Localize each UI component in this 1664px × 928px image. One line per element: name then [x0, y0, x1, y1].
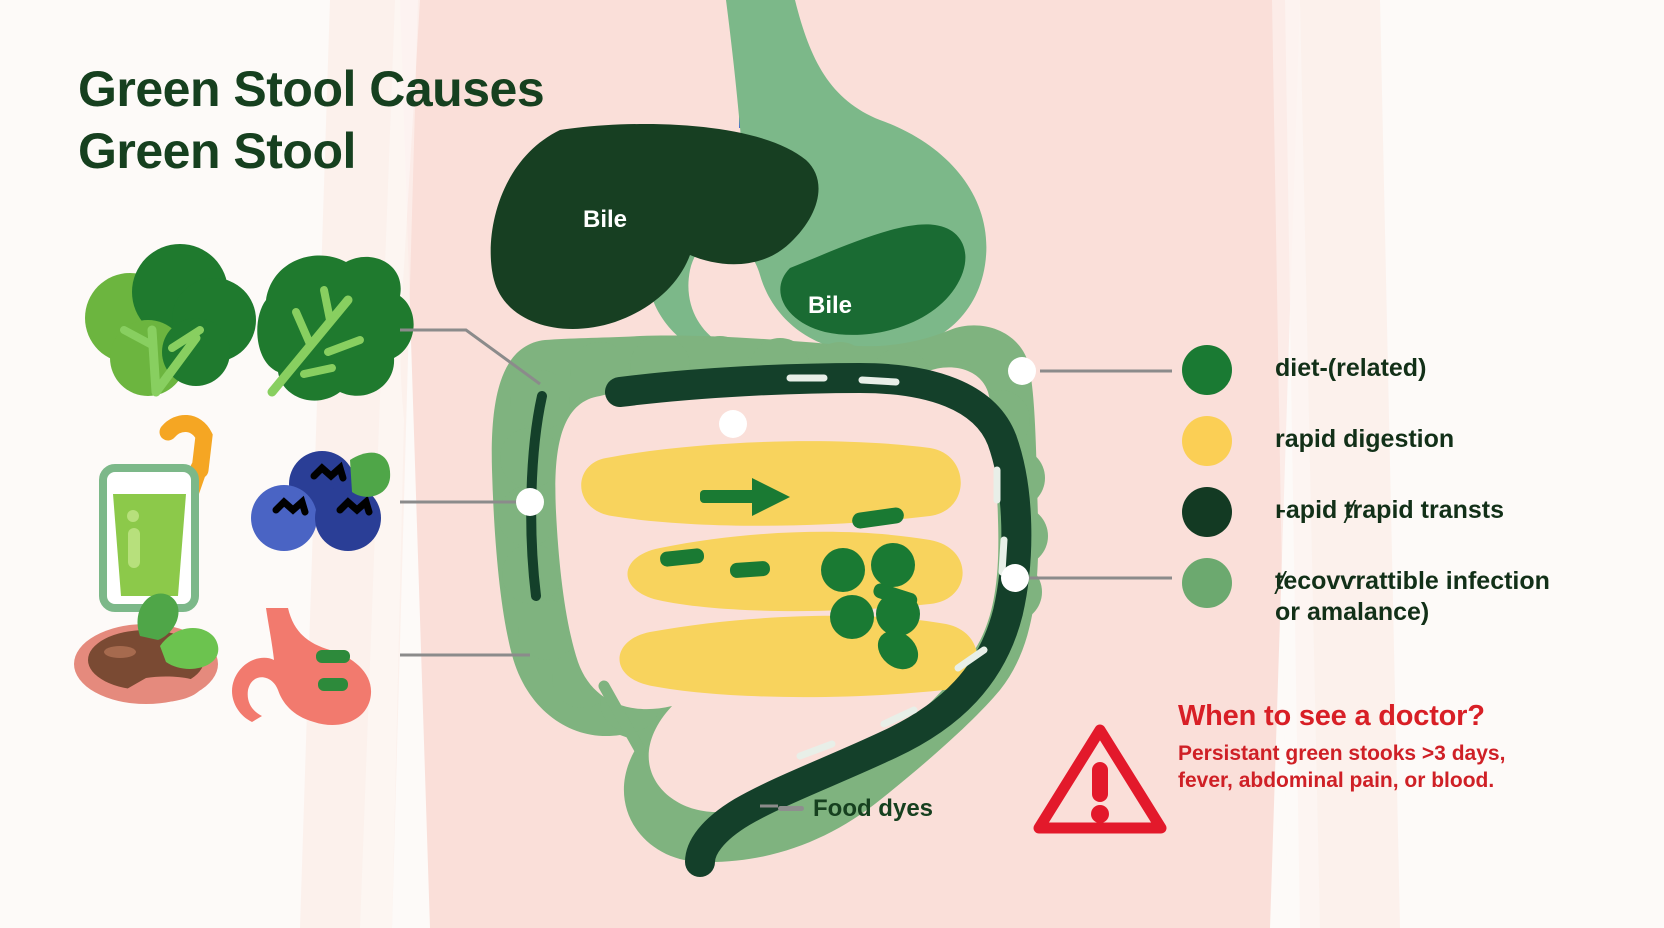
legend-label-diet-related: diet-(related) [1275, 354, 1427, 382]
broccoli-greens-icon [85, 244, 256, 397]
blueberries-icon [251, 451, 391, 551]
node-dot-top [719, 410, 747, 438]
spinach-leaf-icon [257, 255, 414, 401]
legend-swatch-rapid-transit [1182, 487, 1232, 537]
food-bowl-icon [74, 593, 219, 704]
connector-greens [400, 328, 541, 386]
node-dot-right [1008, 357, 1036, 385]
label-bile-gallbladder: Bile [808, 292, 853, 319]
page-title: Green Stool Causes Green Stool [78, 61, 545, 179]
legend: diet-(related) rapid digestion ⱶapid ⱦra… [1182, 344, 1652, 648]
liver [490, 123, 819, 329]
legend-label-rapid-digestion: rapid digestion [1275, 425, 1455, 453]
legend-label-infection-imbalance: ⱦecovⱱrattible infection or amalance) [1275, 567, 1550, 627]
food-dyes-dash [778, 806, 804, 811]
legend-swatch-infection-imbalance [1182, 558, 1232, 608]
green-dot-cluster [821, 543, 920, 670]
legend-item-rapid-transit: ⱶapid ⱦrapid transts [1182, 486, 1652, 538]
connector-lines [400, 328, 1172, 808]
transit-arrow [700, 478, 790, 516]
warning-triangle-icon [1033, 724, 1167, 834]
node-dot-lower [1001, 564, 1029, 592]
label-food-dyes: Food dyes [813, 795, 934, 822]
warning-text-block: When to see a doctor? Persistant green s… [1178, 700, 1505, 795]
notch-left [360, 0, 420, 928]
green-smoothie-icon [99, 415, 213, 612]
legend-swatch-rapid-digestion [1182, 416, 1232, 466]
legend-item-diet-related: diet-(related) [1182, 344, 1652, 396]
legend-item-rapid-digestion: rapid digestion [1182, 415, 1652, 467]
small-intestine [581, 441, 978, 698]
gallbladder [780, 224, 966, 335]
connector-nodes [516, 357, 1036, 592]
warning-title: When to see a doctor? [1178, 700, 1485, 732]
label-bile-liver: Bile [583, 206, 628, 233]
warning-callout: When to see a doctor? Persistant green s… [1030, 700, 1550, 838]
stomach-icon [232, 608, 372, 726]
node-dot-smoothie [516, 488, 544, 516]
legend-swatch-diet-related [1182, 345, 1232, 395]
legend-label-rapid-transit: ⱶapid ⱦrapid transts [1275, 496, 1504, 524]
warning-body: Persistant green stooks >3 days, fever, … [1178, 742, 1506, 792]
notch-right [1272, 0, 1320, 928]
legend-item-infection-imbalance: ⱦecovⱱrattible infection or amalance) [1182, 557, 1652, 629]
